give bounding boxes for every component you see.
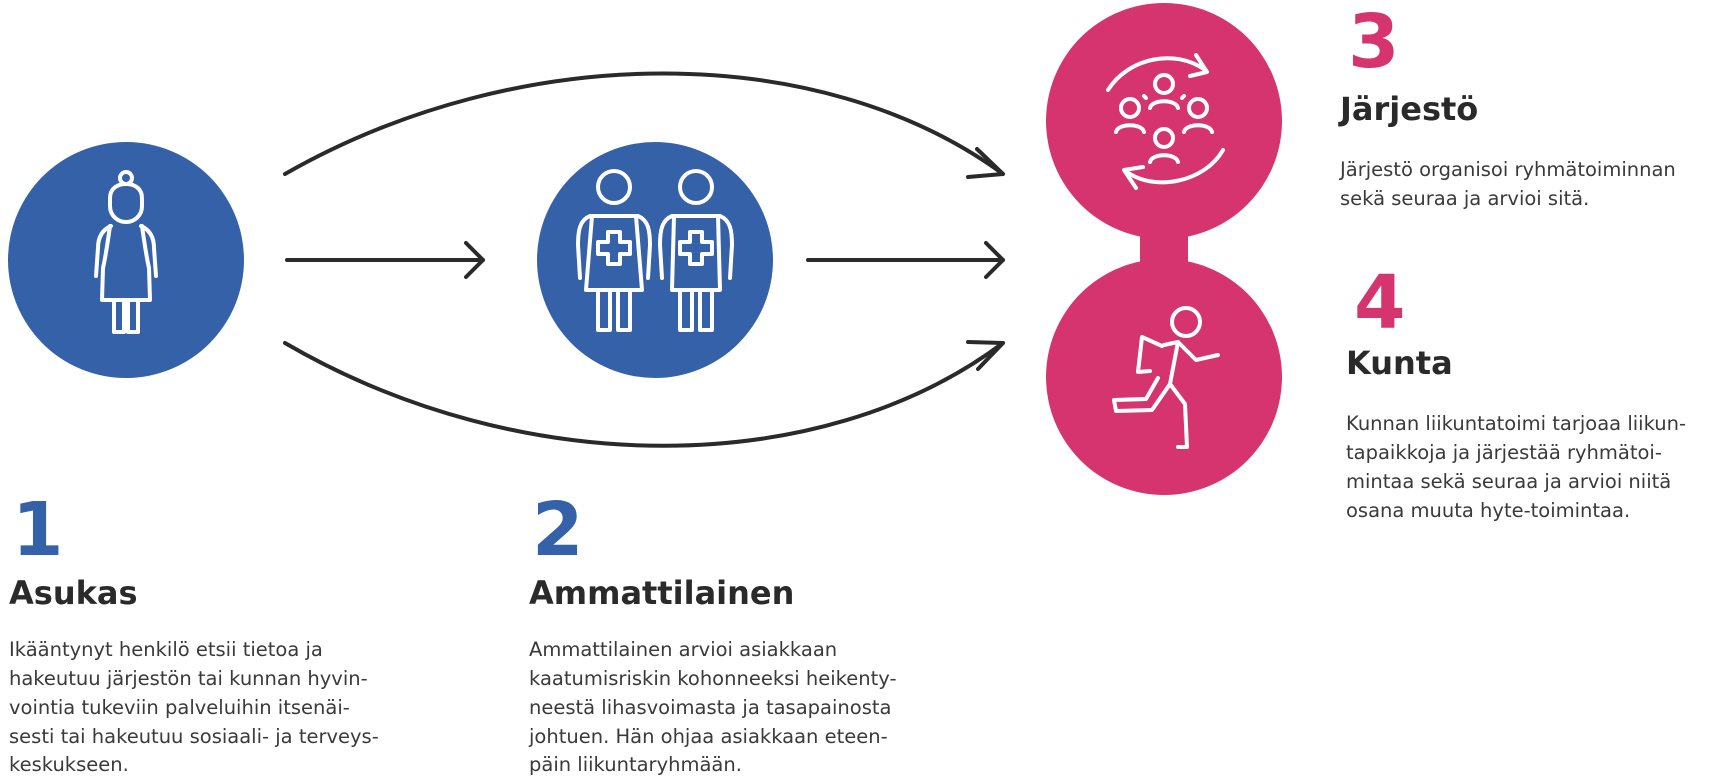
step-1-number: 1 (12, 487, 64, 573)
arrow-2-to-34-head (984, 241, 1005, 279)
step-3-number: 3 (1348, 0, 1400, 85)
step-3-description: Järjestö organisoi ryhmätoiminnan sekä s… (1340, 158, 1676, 210)
step-3-circle (1046, 3, 1282, 239)
step-1-title: Asukas (9, 574, 138, 612)
elderly-woman-icon (94, 170, 158, 334)
step-1-circle (8, 142, 244, 378)
running-person-icon (1112, 306, 1220, 449)
arrow-1-to-3 (283, 71, 1005, 176)
step-2-description: Ammattilainen arvioi asiakkaan kaatumisr… (529, 638, 897, 777)
step-4-title: Kunta (1346, 344, 1453, 382)
step-2-number: 2 (532, 487, 584, 573)
group-activity-cycle-icon (1106, 53, 1225, 190)
step-3-title: Järjestö (1340, 90, 1479, 128)
arrows (283, 71, 1005, 448)
step-4-description: Kunnan liikuntatoimi tarjoaa liikun- tap… (1346, 412, 1687, 522)
arrow-1-to-4-head (966, 340, 1005, 371)
arrow-1-to-2-head (464, 241, 485, 279)
health-professionals-icon (576, 169, 734, 332)
step-1-description: Ikääntynyt henkilö etsii tietoa ja hakeu… (9, 638, 379, 777)
step-4-circle (1046, 259, 1282, 495)
arrow-1-to-4 (283, 341, 1005, 448)
step-2-title: Ammattilainen (529, 574, 795, 612)
arrow-1-to-3-head (966, 147, 1005, 179)
step-4-number: 4 (1354, 260, 1406, 346)
step-2-circle (537, 142, 773, 378)
